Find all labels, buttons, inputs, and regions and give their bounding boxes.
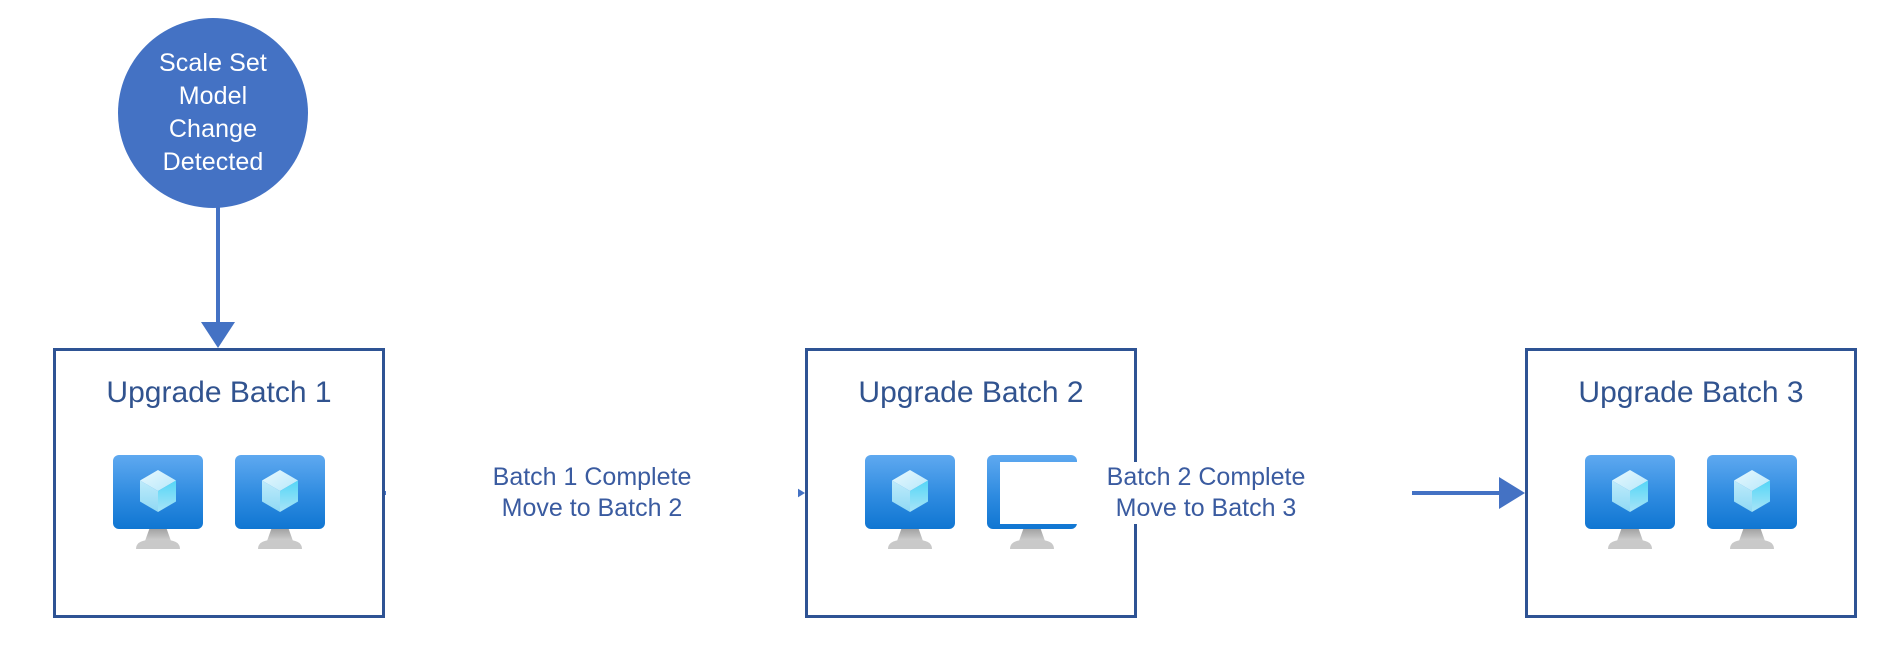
connector-start-to-batch-1-line xyxy=(216,206,220,324)
edge-label-line-2: Move to Batch 2 xyxy=(501,494,683,522)
azure-vm-icon[interactable] xyxy=(864,453,956,551)
batch-box-1[interactable]: Upgrade Batch 1 xyxy=(53,348,385,618)
azure-vm-icon[interactable] xyxy=(112,453,204,551)
batch-box-3[interactable]: Upgrade Batch 3 xyxy=(1525,348,1857,618)
azure-vm-icon[interactable] xyxy=(1584,453,1676,551)
batch-box-1-title: Upgrade Batch 1 xyxy=(106,376,332,409)
connector-batch-1-to-batch-2-label: Batch 1 Complete Move to Batch 2 xyxy=(386,462,798,524)
start-node-line-3: Change xyxy=(168,115,258,143)
connector-batch-2-to-batch-3-label: Batch 2 Complete Move to Batch 3 xyxy=(1000,462,1412,524)
edge-label-line-2: Move to Batch 3 xyxy=(1115,494,1297,522)
start-node-line-4: Detected xyxy=(162,148,264,176)
edge-label-line-1: Batch 1 Complete xyxy=(492,463,692,491)
azure-vm-icon[interactable] xyxy=(1706,453,1798,551)
start-node-line-2: Model xyxy=(178,82,248,110)
batch-box-3-title: Upgrade Batch 3 xyxy=(1578,376,1804,409)
connector-batch-2-to-batch-3-arrowhead-icon xyxy=(1499,477,1525,509)
batch-box-2-title: Upgrade Batch 2 xyxy=(858,376,1084,409)
azure-vm-icon[interactable] xyxy=(234,453,326,551)
connector-start-to-batch-1-arrowhead-icon xyxy=(201,322,235,348)
edge-label-line-1: Batch 2 Complete xyxy=(1106,463,1306,491)
start-node-scale-set-model-change-detected[interactable]: Scale Set Model Change Detected xyxy=(118,18,308,208)
start-node-line-1: Scale Set xyxy=(159,49,267,77)
batch-box-3-vm-row xyxy=(1528,453,1854,551)
batch-box-1-vm-row xyxy=(56,453,382,551)
